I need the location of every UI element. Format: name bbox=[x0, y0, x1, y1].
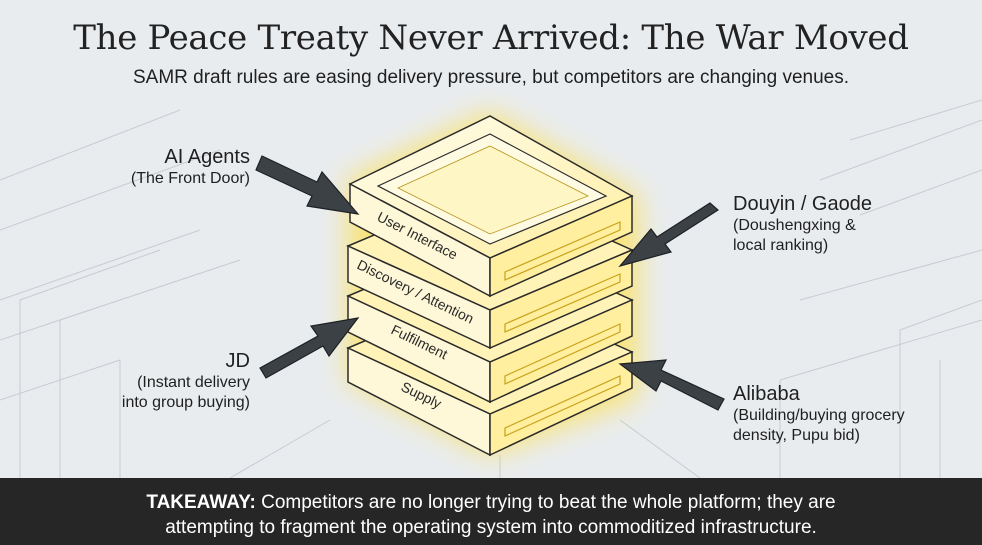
arrow-douyin-gaode bbox=[618, 202, 719, 268]
label-alibaba: Alibaba (Building/buying grocery density… bbox=[733, 383, 973, 446]
label-ai-agents: AI Agents (The Front Door) bbox=[90, 146, 250, 189]
page-title: The Peace Treaty Never Arrived: The War … bbox=[73, 18, 909, 58]
douyin-gaode-desc-1: (Doushengxing & bbox=[733, 217, 856, 234]
jd-desc-1: (Instant delivery bbox=[137, 374, 250, 391]
takeaway-lead: TAKEAWAY: bbox=[146, 492, 256, 513]
arrow-jd bbox=[259, 317, 360, 379]
douyin-gaode-desc-2: local ranking) bbox=[733, 237, 829, 254]
background-lines bbox=[0, 99, 982, 478]
douyin-gaode-name: Douyin / Gaode bbox=[733, 193, 872, 215]
takeaway-text-2: attempting to fragment the operating sys… bbox=[165, 517, 817, 538]
takeaway-line-1: TAKEAWAY: Competitors are no longer tryi… bbox=[0, 490, 982, 515]
alibaba-desc-1: (Building/buying grocery bbox=[733, 407, 905, 424]
ai-agents-desc: (The Front Door) bbox=[130, 170, 250, 187]
takeaway-text-1: Competitors are no longer trying to beat… bbox=[255, 492, 836, 513]
ai-agents-name: AI Agents bbox=[164, 146, 250, 168]
layer-stack-diagram: User Interface Discovery / Attention Ful… bbox=[255, 112, 725, 457]
label-douyin-gaode: Douyin / Gaode (Doushengxing & local ran… bbox=[733, 193, 933, 256]
arrow-alibaba bbox=[618, 359, 725, 411]
jd-name: JD bbox=[225, 350, 250, 372]
alibaba-name: Alibaba bbox=[733, 383, 800, 405]
arrow-ai-agents bbox=[255, 155, 360, 215]
layer-user-interface bbox=[348, 115, 634, 298]
page-subtitle: SAMR draft rules are easing delivery pre… bbox=[132, 67, 850, 88]
alibaba-desc-2: density, Pupu bid) bbox=[733, 427, 860, 444]
takeaway-banner: TAKEAWAY: Competitors are no longer tryi… bbox=[0, 478, 982, 545]
label-jd: JD (Instant delivery into group buying) bbox=[70, 350, 250, 413]
jd-desc-2: into group buying) bbox=[121, 394, 250, 411]
